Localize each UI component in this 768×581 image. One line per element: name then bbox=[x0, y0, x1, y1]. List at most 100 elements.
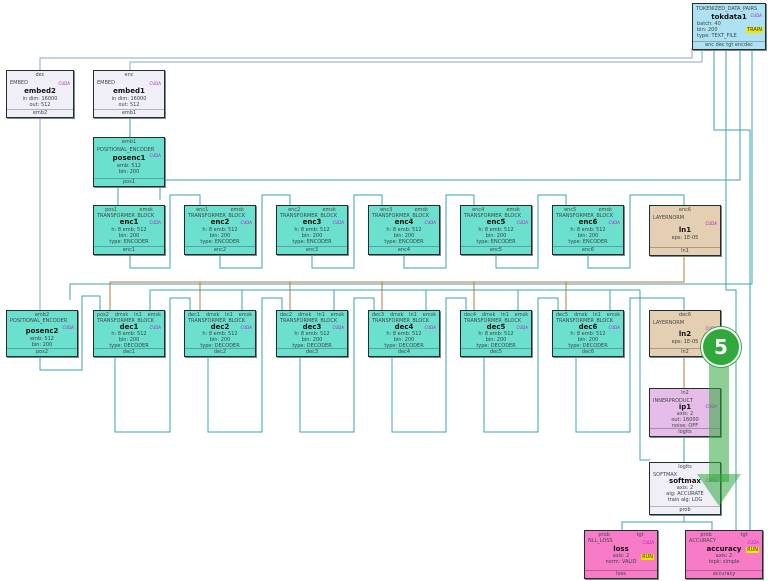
node-posenc1[interactable]: emb1 POSITIONAL_ENCODER CUDA posenc1 emb… bbox=[93, 137, 165, 187]
node-name: dec1 bbox=[119, 323, 139, 331]
param-line: bin: 200 bbox=[697, 27, 718, 33]
param-line: bin: 200 bbox=[393, 233, 415, 239]
param-line: in dim: 16000 bbox=[111, 96, 147, 102]
node-type: TRANSFORMER_BLOCK bbox=[556, 318, 614, 324]
wire-enc3 bbox=[311, 194, 383, 269]
node-name: softmax bbox=[669, 477, 701, 485]
input-label: enc3 bbox=[380, 207, 393, 213]
node-type: TRANSFORMER_BLOCK bbox=[188, 318, 246, 324]
input-label: prob bbox=[598, 532, 610, 538]
wire-ln1-taps bbox=[199, 282, 567, 310]
param-line: type: ENCODER bbox=[384, 239, 424, 245]
cuda-tag: CUDA bbox=[58, 81, 70, 86]
node-type: LAYERNORM bbox=[653, 215, 685, 221]
param-line: bin: 200 bbox=[485, 337, 507, 343]
node-output: dec2 bbox=[185, 348, 255, 356]
node-name: posenc2 bbox=[25, 327, 59, 335]
step-arrow-icon bbox=[697, 356, 741, 506]
input-label: dec2 bbox=[279, 312, 293, 318]
node-output: pos1 bbox=[94, 178, 164, 186]
node-name: enc3 bbox=[302, 218, 322, 226]
param-line: bin: 200 bbox=[118, 169, 140, 175]
param-line: bin: 200 bbox=[485, 233, 507, 239]
node-output: emb2 bbox=[7, 109, 73, 117]
node-output: dec5 bbox=[461, 348, 531, 356]
input-label: ln1 bbox=[501, 312, 509, 318]
node-output: enc4 bbox=[369, 246, 439, 254]
input-label: ln1 bbox=[134, 312, 142, 318]
param-line: h: 8 emb: 512 bbox=[478, 331, 514, 337]
train-badge: TRAIN bbox=[746, 27, 763, 33]
node-name: enc4 bbox=[394, 218, 414, 226]
node-name: enc5 bbox=[486, 218, 506, 226]
param-line: h: 8 emb: 512 bbox=[202, 331, 238, 337]
param-line: type: ENCODER bbox=[568, 239, 608, 245]
param-line: type: DECODER bbox=[384, 343, 424, 349]
input-label: dec5 bbox=[555, 312, 569, 318]
input-label: emsk bbox=[514, 312, 529, 318]
param-line: out: 512 bbox=[118, 102, 140, 108]
node-name: tokdata1 bbox=[711, 13, 747, 21]
input-label: emsk bbox=[230, 207, 244, 213]
node-name: ln2 bbox=[678, 330, 692, 338]
node-embed2[interactable]: dec EMBED CUDA embed2 in dim: 16000 out:… bbox=[6, 70, 74, 118]
param-line: bin: 200 bbox=[118, 337, 140, 343]
node-name: accuracy bbox=[706, 545, 742, 553]
cuda-tag: CUDA bbox=[149, 153, 161, 158]
param-line: eps: 1E-05 bbox=[671, 235, 699, 241]
node-embed1[interactable]: enc EMBED CUDA embed1 in dim: 16000 out:… bbox=[93, 70, 165, 118]
node-name: posenc1 bbox=[112, 154, 146, 162]
node-name: enc1 bbox=[119, 218, 139, 226]
param-line: train alg: LOG bbox=[667, 497, 703, 503]
node-name: ip1 bbox=[678, 403, 692, 411]
input-label: dmsk bbox=[297, 312, 312, 318]
node-params: batch: 40 bin: 200 type: TEXT_FILE bbox=[697, 21, 765, 39]
node-output: dec6 bbox=[553, 348, 623, 356]
node-ln1[interactable]: enc6 LAYERNORM CUDA ln1 eps: 1E-05 ln1 bbox=[649, 205, 721, 256]
node-params: axis: 2 topk: simple bbox=[686, 553, 762, 565]
param-line: bin: 200 bbox=[118, 233, 140, 239]
node-output: enc3 bbox=[277, 246, 347, 254]
param-line: axis: 2 bbox=[676, 485, 694, 491]
cuda-tag: CUDA bbox=[332, 220, 344, 225]
input-label: logits bbox=[678, 464, 692, 470]
input-label: ln1 bbox=[593, 312, 601, 318]
node-inputs: dec bbox=[7, 72, 73, 78]
param-line: type: DECODER bbox=[109, 343, 149, 349]
node-name: embed1 bbox=[113, 87, 145, 95]
node-posenc2[interactable]: emb2 POSITIONAL_ENCODER CUDA posenc2 emb… bbox=[6, 310, 78, 357]
node-type: TRANSFORMER_BLOCK bbox=[372, 213, 430, 219]
param-line: h: 8 emb: 512 bbox=[570, 227, 606, 233]
node-type: EMBED bbox=[97, 80, 115, 86]
input-label: enc6 bbox=[678, 207, 692, 213]
node-params: h: 8 emb: 512 bin: 200 type: ENCODER bbox=[461, 227, 531, 245]
node-params: h: 8 emb: 512 bin: 200 type: ENCODER bbox=[94, 227, 164, 245]
node-name: dec4 bbox=[394, 323, 414, 331]
param-line: type: DECODER bbox=[568, 343, 608, 349]
node-tokdata1[interactable]: TOKENIZED_DATA_PAIRS tokdata1 batch: 40 … bbox=[692, 3, 766, 50]
cuda-tag: CUDA bbox=[149, 325, 161, 330]
param-line: bin: 200 bbox=[31, 342, 53, 348]
wire-dec4 bbox=[391, 297, 467, 433]
wire-ln1-bus bbox=[109, 256, 685, 310]
node-type: TOKENIZED_DATA_PAIRS bbox=[696, 6, 758, 12]
node-output: dec3 bbox=[277, 348, 347, 356]
